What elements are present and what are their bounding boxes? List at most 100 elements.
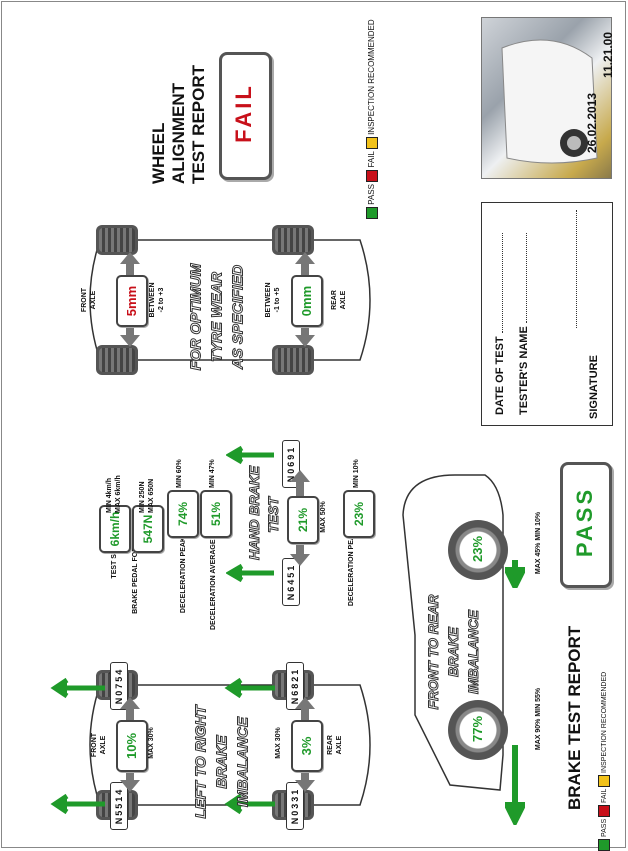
hsr-2: 6 <box>286 459 296 467</box>
ftr-line-1: FRONT TO REAR <box>425 594 442 710</box>
rear-toe-value: 0mm <box>299 285 314 317</box>
decel-peak-label: DECELERATION PEAK <box>180 537 187 614</box>
signature-box <box>481 202 613 426</box>
pedal-force-limits: MIN 250N MAX 650N <box>138 453 156 513</box>
photo-time: 11.21.00 <box>601 31 615 79</box>
front-between-2: -2 to +3 <box>158 287 165 313</box>
hsr-1: 9 <box>286 452 296 460</box>
brake-car-outline <box>89 684 371 806</box>
brake-front-axle-label: FRONT AXLE <box>90 725 110 765</box>
pedal-force-box: 547N <box>132 505 164 553</box>
legend-pass: PASS <box>367 184 376 205</box>
signature-line[interactable] <box>576 210 577 328</box>
lr-imbalance-title: LEFT TO RIGHT BRAKE IMBALANCE <box>191 700 255 825</box>
signature-label: SIGNATURE <box>588 355 600 419</box>
decel-avg-box: 51% <box>200 490 232 538</box>
inspection-key-icon <box>365 137 378 150</box>
hand-brake-value-box: 21% <box>287 496 319 544</box>
slogan-line-3: AS SPECIFIED <box>229 264 247 370</box>
rear-wheel-force-arrow <box>505 560 525 588</box>
alignment-slogan: FOR OPTIMUM TYRE WEAR AS SPECIFIED <box>186 255 250 380</box>
brake-result-text: PASS <box>572 486 597 558</box>
brake-front-axle-1: FRONT <box>91 732 98 758</box>
decel-peak-value: 74% <box>176 501 190 527</box>
front-wheel-value: 77% <box>470 715 485 743</box>
date-of-test-row: DATE OF TEST <box>493 215 507 415</box>
hsl-4: N <box>286 591 296 601</box>
slogan-line-2: TYRE WEAR <box>208 272 226 363</box>
date-of-test-field[interactable] <box>502 233 503 334</box>
lr-line-1: LEFT TO RIGHT <box>192 705 210 819</box>
alignment-wheel-fr <box>96 345 138 375</box>
lr-line-3: IMBALANCE <box>234 717 252 808</box>
front-axle-line-1: FRONT <box>81 287 88 313</box>
brake-rear-axle-2: AXLE <box>336 735 343 755</box>
alignment-car-outline <box>89 239 371 361</box>
pedal-min: MIN 250N <box>139 481 146 513</box>
hand-brake-arrows <box>226 445 274 583</box>
brake-fail-key-icon <box>598 804 611 817</box>
hand-decel-value: 23% <box>352 501 366 527</box>
rear-axle-line-1: REAR <box>331 290 338 310</box>
brake-rear-axle-label: REAR AXLE <box>326 725 346 765</box>
brake-front-imbalance-value: 10% <box>124 732 139 760</box>
alignment-wheel-rr <box>272 345 314 375</box>
hsl-1: 5 <box>286 570 296 578</box>
title-line-3: TEST REPORT <box>189 64 208 184</box>
alignment-result-text: FAIL <box>231 83 256 143</box>
decel-avg-label: DECELERATION AVERAGE <box>210 539 217 631</box>
alignment-result-box: FAIL <box>219 52 272 180</box>
brake-rear-imbalance-value: 3% <box>299 736 314 756</box>
alignment-wheel-rl <box>272 225 314 255</box>
hsr-0: 1 <box>286 445 296 453</box>
brake-legend-fail: FAIL <box>601 788 608 803</box>
pedal-force-value: 547N <box>141 514 155 544</box>
front-wheel-force-arrow <box>505 745 525 825</box>
front-toe-value-box: 5mm <box>116 275 148 327</box>
rear-axle-line-2: AXLE <box>340 290 347 310</box>
wheel-alignment-title: WHEEL ALIGNMENT TEST REPORT <box>149 34 211 184</box>
brake-legend-inspection: INSPECTION RECOMMENDED <box>601 671 608 773</box>
test-speed-box: 6km/h <box>99 505 131 553</box>
brake-inspection-key-icon <box>598 774 611 787</box>
brake-result-box: PASS <box>560 462 612 588</box>
legend-fail: FAIL <box>367 151 376 168</box>
test-speed-limits: MIN 4km/h MAX 6km/h <box>105 453 123 513</box>
fail-key-icon <box>365 169 378 182</box>
rear-toe-value-box: 0mm <box>291 275 323 327</box>
test-speed-min: MIN 4km/h <box>106 477 113 513</box>
rear-between-1: BETWEEN <box>265 282 272 318</box>
photo-date: 26.02.2013 <box>585 92 599 154</box>
vehicle-photo <box>481 17 612 179</box>
decel-avg-value: 51% <box>209 501 223 527</box>
ftr-line-2: BRAKE <box>445 627 462 678</box>
title-line-2: ALIGNMENT <box>169 82 188 184</box>
brake-front-imbalance-box: 10% <box>116 720 148 772</box>
decel-peak-box: 74% <box>167 490 199 538</box>
front-wheel-limits: MAX 90% MIN 55% <box>535 687 542 751</box>
testers-name-label: TESTER'S NAME <box>518 326 530 415</box>
hand-decel-box: 23% <box>343 490 375 538</box>
brake-legend-pass: PASS <box>601 818 608 838</box>
rear-toe-range: BETWEEN -1 to +5 <box>264 280 284 320</box>
brake-rear-axle-1: REAR <box>327 735 334 755</box>
side-car-outline <box>402 474 504 791</box>
slogan-line-1: FOR OPTIMUM <box>187 263 205 371</box>
hand-brake-value: 21% <box>296 507 310 533</box>
test-speed-max: MAX 6km/h <box>115 475 122 513</box>
brake-rear-max: MAX 30% <box>275 727 282 759</box>
alignment-front-axle-label: FRONT AXLE <box>80 280 100 320</box>
hsl-2: 4 <box>286 577 296 585</box>
car-photo-icon <box>501 39 598 164</box>
hand-decel-label: DECELERATION PEAK <box>348 530 355 607</box>
rear-wheel-limits: MAX 45% MIN 10% <box>535 511 542 575</box>
front-axle-line-2: AXLE <box>90 290 97 310</box>
date-of-test-label: DATE OF TEST <box>494 336 506 415</box>
rear-wheel-value: 23% <box>470 535 485 563</box>
testers-name-field[interactable] <box>526 233 527 324</box>
rear-between-2: -1 to +5 <box>274 287 281 313</box>
signature-row: SIGNATURE <box>587 219 601 419</box>
brake-pass-key-icon <box>598 839 611 851</box>
front-toe-value: 5mm <box>124 285 139 317</box>
